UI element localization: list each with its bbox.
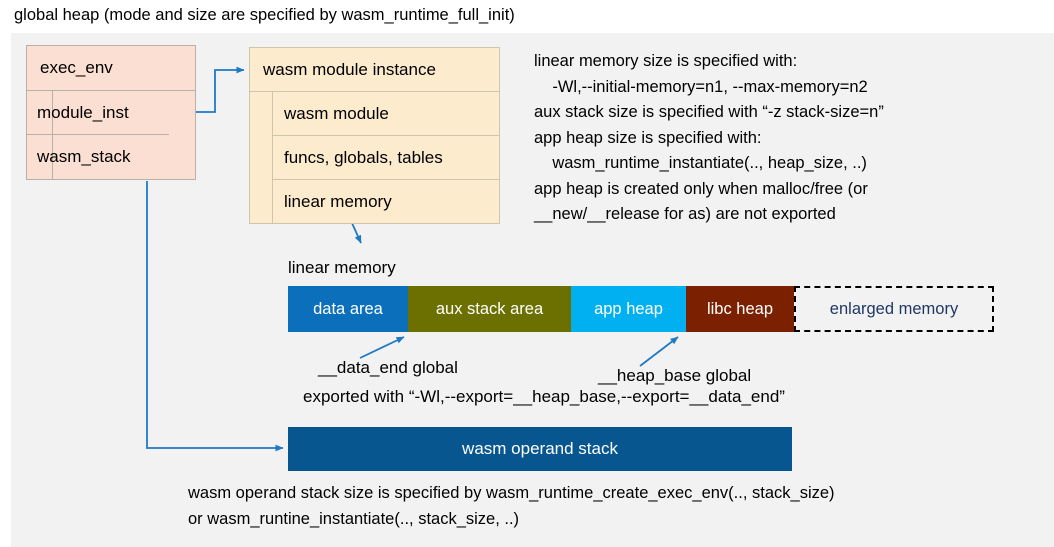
operand-stack-note: wasm operand stack size is specified by … (188, 484, 835, 528)
memory-segment-data-area: data area (288, 286, 408, 332)
label-heap-base-global: __heap_base global (598, 366, 752, 385)
arrow-data-end-global (359, 336, 405, 359)
linear-memory-notes: linear memory size is specified with: -W… (534, 52, 884, 223)
wasm-module-instance-box: wasm module instance wasm module funcs, … (249, 47, 500, 224)
memory-segment-enlarged-memory: enlarged memory (794, 286, 994, 332)
wasm-module-instance-field-linear-memory: linear memory (284, 192, 392, 211)
page-title: global heap (mode and size are specified… (14, 6, 515, 24)
exec-env-box: exec_env module_inst wasm_stack (26, 45, 196, 180)
wasm-module-instance-header: wasm module instance (250, 48, 499, 92)
wasm-operand-stack-bar: wasm operand stack (288, 427, 792, 471)
wasm-module-instance-field-funcs-globals-tables: funcs, globals, tables (273, 136, 499, 180)
memory-segment-app-heap: app heap (571, 286, 686, 332)
wasm-module-instance-indent-column (250, 92, 273, 223)
arrow-heap-base-global (639, 336, 679, 367)
exec-env-header: exec_env (27, 46, 195, 91)
label-exported-with: exported with “-Wl,--export=__heap_base,… (303, 387, 785, 406)
memory-segment-libc-heap: libc heap (686, 286, 794, 332)
memory-segment-aux-stack-area: aux stack area (408, 286, 571, 332)
wasm-module-instance-field-wasm-module: wasm module (273, 92, 499, 136)
exec-env-field-wasm-stack: wasm_stack (37, 147, 131, 166)
arrow-wasm-stack-to-operand-stack (146, 181, 284, 452)
exec-env-field-module-inst: module_inst (27, 91, 169, 135)
linear-memory-bar-label: linear memory (288, 258, 396, 277)
exec-env-indent-column (27, 91, 53, 179)
arrow-module-inst-to-instance (178, 66, 245, 113)
label-data-end-global: __data_end global (318, 358, 458, 377)
